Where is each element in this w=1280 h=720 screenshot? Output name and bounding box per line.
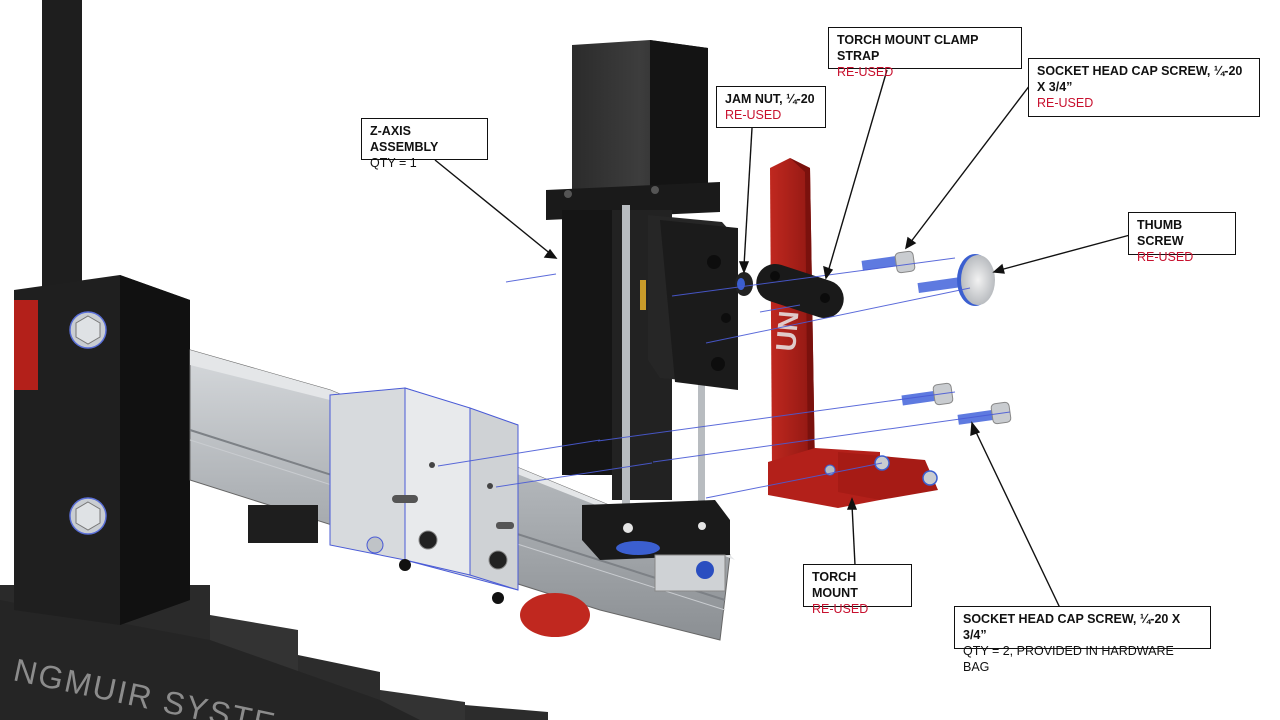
callout-title: THUMB SCREW xyxy=(1137,218,1184,248)
callout-torch-mount: TORCH MOUNT RE-USED xyxy=(803,564,912,616)
callout-qty: QTY = 1 xyxy=(370,156,417,170)
callout-torch-mount-clamp-strap: TORCH MOUNT CLAMP STRAP RE-USED xyxy=(828,27,1022,79)
callout-qty: QTY = 2, PROVIDED IN HARDWARE BAG xyxy=(963,644,1174,674)
leader-lines xyxy=(434,69,1131,609)
callout-jam-nut: JAM NUT, ¼-20 RE-USED xyxy=(716,86,826,128)
callout-title: Z-AXIS ASSEMBLY xyxy=(370,124,439,154)
callout-reused: RE-USED xyxy=(1137,250,1194,264)
callout-title: JAM NUT, ¼-20 xyxy=(725,92,815,106)
callout-socket-head-cap-screw-bottom: SOCKET HEAD CAP SCREW, ¼-20 X 3/4” QTY =… xyxy=(954,606,1211,674)
lower-plate xyxy=(248,505,318,543)
callout-reused: RE-USED xyxy=(837,65,894,79)
gantry-side-frame xyxy=(14,275,190,625)
carriage-plates xyxy=(329,387,519,604)
callout-socket-head-cap-screw-top: SOCKET HEAD CAP SCREW, ¼-20 X 3/4” RE-US… xyxy=(1028,58,1260,117)
thumb-screw-part xyxy=(917,254,995,306)
callout-reused: RE-USED xyxy=(812,602,869,616)
socket-screw-top-part xyxy=(861,250,916,274)
vertical-post xyxy=(42,0,82,290)
callout-title: TORCH MOUNT CLAMP STRAP xyxy=(837,33,979,63)
callout-reused: RE-USED xyxy=(725,108,782,122)
clamp-strap-part xyxy=(756,263,844,319)
cutting-table-slats xyxy=(0,585,548,720)
svg-text:UN: UN xyxy=(770,310,804,353)
callout-title: TORCH MOUNT xyxy=(812,570,858,600)
callout-title: SOCKET HEAD CAP SCREW, ¼-20 X 3/4” xyxy=(1037,64,1243,94)
callout-title: SOCKET HEAD CAP SCREW, ¼-20 X 3/4” xyxy=(963,612,1181,642)
assembly-axis-lines xyxy=(437,257,1011,499)
red-bracket-under-rail xyxy=(520,593,590,637)
callout-z-axis-assembly: Z-AXIS ASSEMBLY QTY = 1 xyxy=(361,118,488,170)
callout-reused: RE-USED xyxy=(1037,96,1094,110)
torch-mount-part: UN xyxy=(768,158,938,508)
jam-nut-part xyxy=(735,272,753,296)
z-axis-assembly xyxy=(546,40,738,592)
socket-screws-lower-parts xyxy=(901,382,1012,425)
callout-thumb-screw: THUMB SCREW RE-USED xyxy=(1128,212,1236,264)
